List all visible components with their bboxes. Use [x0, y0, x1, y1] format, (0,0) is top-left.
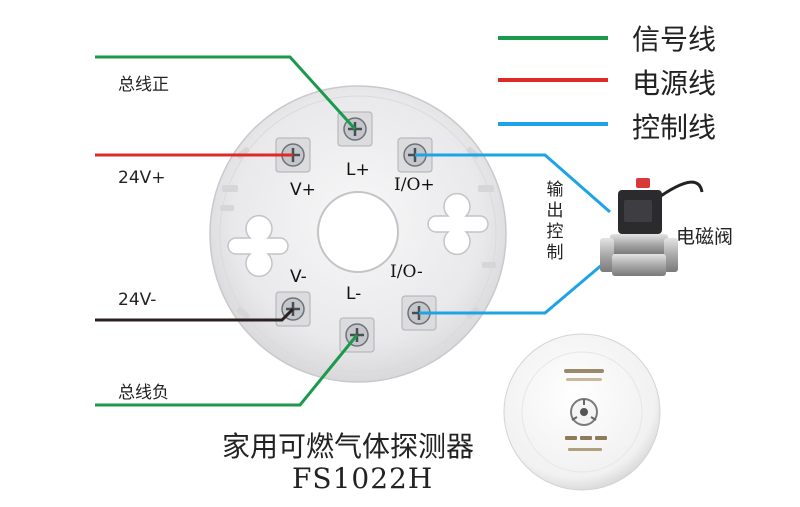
terminal-label-v-minus: V- — [290, 267, 307, 287]
product-model: FS1022H — [292, 462, 434, 495]
detector-product-image — [503, 333, 661, 491]
product-name: 家用可燃气体探测器 — [222, 430, 475, 463]
wire-bus-positive — [95, 55, 357, 131]
terminal-screws — [275, 111, 437, 353]
terminal-label-l-plus: L+ — [346, 160, 370, 180]
wire-label-bus-positive: 总线正 — [118, 75, 169, 95]
legend-lines — [498, 36, 608, 126]
wire-power-negative — [95, 307, 295, 322]
output-control-label: 输出控制 — [546, 180, 564, 263]
wire-label-bus-negative: 总线负 — [118, 383, 169, 403]
wire-control-plus — [415, 153, 611, 214]
solenoid-valve — [600, 178, 704, 276]
solenoid-valve-label: 电磁阀 — [676, 226, 734, 248]
wire-label-power-positive: 24V+ — [118, 168, 166, 188]
mounting-slot-left — [227, 214, 289, 278]
terminal-label-v-plus: V+ — [290, 180, 316, 200]
terminal-label-io-plus: I/O+ — [394, 175, 435, 195]
center-hole — [317, 191, 399, 273]
legend-label-power: 电源线 — [632, 67, 717, 100]
wire-bus-negative — [95, 334, 359, 407]
terminal-label-l-minus: L- — [346, 284, 362, 304]
mounting-slot-right — [427, 192, 489, 256]
wire-control-minus — [419, 256, 611, 315]
terminal-label-io-minus: I/O- — [390, 262, 423, 282]
legend-label-signal: 信号线 — [632, 23, 717, 56]
legend-label-control: 控制线 — [632, 111, 717, 144]
wire-label-power-negative: 24V- — [118, 290, 157, 310]
wires — [95, 55, 611, 407]
